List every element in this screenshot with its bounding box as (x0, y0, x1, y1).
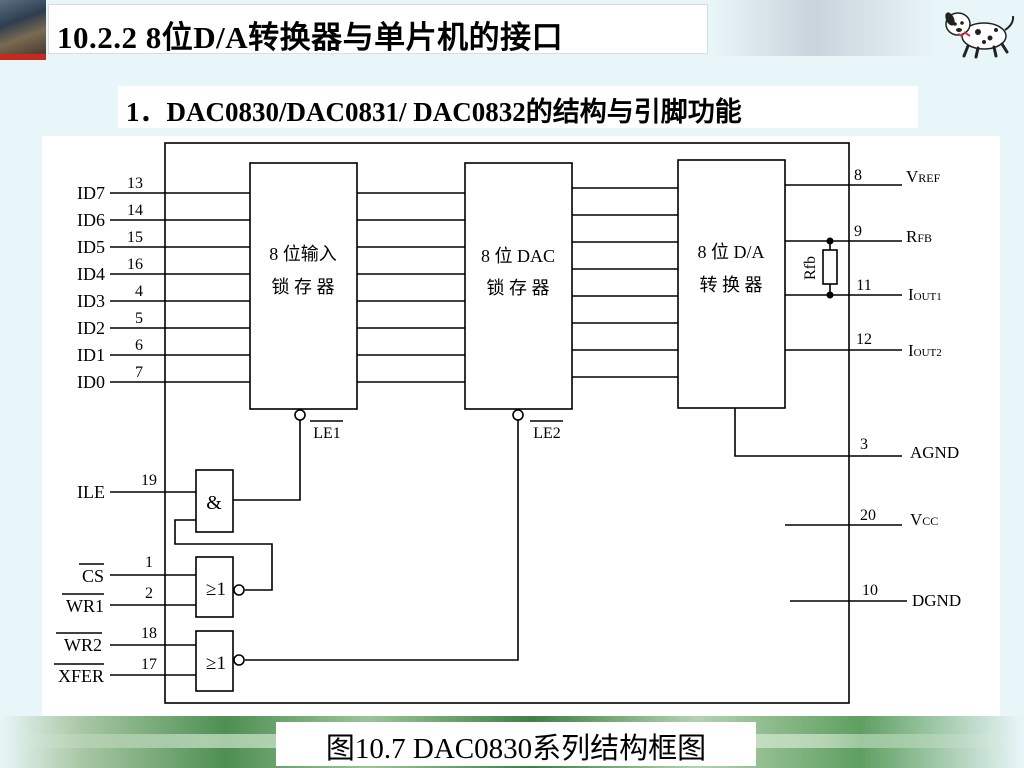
pin-number-agnd: 3 (860, 436, 868, 453)
pin-name-xfer: XFER (58, 666, 104, 686)
iout1-junction (826, 291, 834, 299)
and-feedback-line (174, 519, 273, 591)
pin-number-id1: 6 (135, 337, 143, 354)
resistor-label: Rfb (802, 256, 819, 280)
input-latch-label-line1: 8 位输入 (269, 244, 337, 264)
pin-name-iout1-sub: OUT1 (914, 291, 942, 303)
pin-number-id3: 4 (135, 283, 143, 300)
or-gate-2-symbol: ≥1 (206, 653, 226, 674)
or-gate-2-bubble (233, 654, 245, 666)
le1-label: LE1 (313, 425, 341, 442)
pin-name-vcc: VCC (910, 510, 938, 529)
pin-name-wr2: WR2 (64, 635, 102, 655)
diagram-background (42, 136, 1000, 718)
pin-name-iout1-main: I (908, 285, 914, 304)
pin-name-rfb-sub: FB (917, 231, 932, 245)
pin-name-cs: CS (82, 566, 104, 586)
pin-name-id5: ID5 (77, 237, 105, 257)
pin-name-wr1: WR1 (66, 596, 104, 616)
le2-line (245, 420, 519, 661)
pin-number-id4: 16 (127, 256, 143, 273)
converter-block (677, 159, 786, 409)
le2-bubble (512, 409, 524, 421)
pin-name-id6: ID6 (77, 210, 105, 230)
agnd-line (734, 408, 902, 457)
pin-name-id2: ID2 (77, 318, 105, 338)
chip-outline (164, 142, 850, 704)
header-photo-icon (0, 0, 46, 60)
pin-number-id5: 15 (127, 229, 143, 246)
pin-number-rfb: 9 (854, 223, 862, 240)
pin-name-dgnd: DGND (912, 591, 961, 610)
or-gate-1-bubble (233, 584, 245, 596)
pin-name-id1: ID1 (77, 345, 105, 365)
converter-label-line2: 转 换 器 (700, 275, 763, 295)
pin-number-iout2: 12 (856, 331, 872, 348)
dac-latch-block (464, 162, 573, 410)
dalmatian-dog-icon (945, 12, 1015, 59)
caption-panel: 图10.7 DAC0830系列结构框图 (276, 722, 756, 766)
pin-name-vref: VREF (906, 167, 941, 186)
pin-number-xfer: 17 (141, 656, 157, 673)
section-heading-panel: 1．DAC0830/DAC0831/ DAC0832的结构与引脚功能 (118, 86, 918, 128)
le1-line (233, 420, 301, 501)
pin-name-vcc-main: V (910, 510, 923, 529)
block-diagram: ID7 ID6 ID5 ID4 ID3 ID2 ID1 ID0 13 14 15… (42, 136, 1000, 718)
or-gate-1-symbol: ≥1 (206, 579, 226, 600)
pin-number-vcc: 20 (860, 507, 876, 524)
dac-bus-lines (572, 187, 678, 378)
feedback-resistor (822, 249, 838, 285)
le1-bubble (294, 409, 306, 421)
and-gate-symbol: & (206, 492, 222, 514)
pin-name-agnd: AGND (910, 443, 959, 462)
converter-label-line1: 8 位 D/A (698, 242, 765, 262)
section-heading: 1．DAC0830/DAC0831/ DAC0832的结构与引脚功能 (126, 97, 742, 127)
pin-number-id2: 5 (135, 310, 143, 327)
pin-name-id7: ID7 (77, 183, 105, 203)
block-diagram-panel: ID7 ID6 ID5 ID4 ID3 ID2 ID1 ID0 13 14 15… (42, 136, 1000, 718)
figure-caption: 图10.7 DAC0830系列结构框图 (325, 733, 707, 765)
pin-name-iout2-main: I (908, 341, 914, 360)
le2-label: LE2 (533, 425, 561, 442)
pin-name-vcc-sub: CC (922, 514, 938, 528)
header-gradient-band (710, 0, 940, 56)
pin-name-iout2: IOUT2 (908, 341, 942, 360)
pin-number-id7: 13 (127, 175, 143, 192)
pin-name-id3: ID3 (77, 291, 105, 311)
and-gate (195, 469, 234, 533)
pin-number-cs: 1 (145, 554, 153, 571)
pin-name-id4: ID4 (77, 264, 105, 284)
pin-number-ile: 19 (141, 472, 157, 489)
pin-number-dgnd: 10 (862, 582, 878, 599)
pin-number-wr1: 2 (145, 585, 153, 602)
input-latch-block (249, 162, 358, 410)
or-gate-1 (195, 556, 234, 618)
pin-name-iout1: IOUT1 (908, 285, 942, 304)
dac-latch-label-line2: 锁 存 器 (487, 278, 550, 298)
page-title: 10.2.2 8位D/A转换器与单片机的接口 (57, 20, 564, 55)
pin-name-id0: ID0 (77, 372, 105, 392)
pin-number-iout1: 11 (856, 277, 871, 294)
pin-number-id6: 14 (127, 202, 143, 219)
pin-name-ile: ILE (77, 482, 105, 502)
pin-number-vref: 8 (854, 167, 862, 184)
pin-name-vref-main: V (906, 167, 919, 186)
pin-name-rfb-main: R (906, 227, 918, 246)
pin-number-wr2: 18 (141, 625, 157, 642)
input-data-lines (110, 192, 250, 383)
pin-number-id0: 7 (135, 364, 143, 381)
pin-name-iout2-sub: OUT2 (914, 347, 942, 359)
pin-name-vref-sub: REF (918, 171, 940, 185)
title-panel: 10.2.2 8位D/A转换器与单片机的接口 (48, 4, 708, 55)
rfb-junction (826, 237, 834, 245)
or-gate-2 (195, 630, 234, 692)
pin-name-rfb: RFB (906, 227, 932, 246)
latch-bus-lines (357, 192, 465, 383)
dac-latch-label-line1: 8 位 DAC (481, 246, 555, 266)
input-latch-label-line2: 锁 存 器 (272, 277, 335, 297)
